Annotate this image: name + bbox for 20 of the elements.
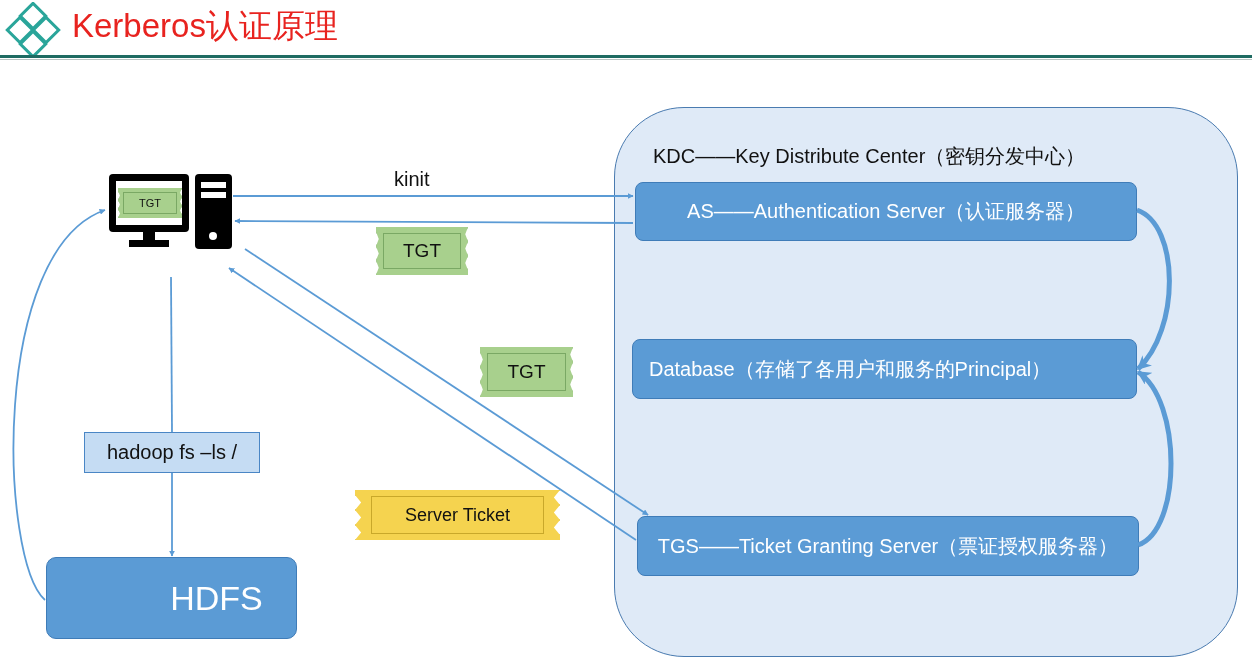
arrow: [244, 248, 649, 516]
command-box: hadoop fs –ls /: [84, 432, 260, 473]
arrow: [1135, 207, 1172, 371]
server-box: AS——Authentication Server（认证服务器）: [635, 182, 1137, 241]
ticket: Server Ticket: [355, 490, 560, 540]
arrow: [228, 267, 637, 541]
kdc-container: [614, 107, 1238, 657]
container-heading: KDC——Key Distribute Center（密钥分发中心）: [653, 144, 1086, 169]
arrow: [234, 218, 634, 225]
arrow: [12, 209, 106, 601]
server-box: Database（存储了各用户和服务的Principal）: [632, 339, 1137, 399]
ticket: TGT: [118, 188, 182, 218]
title: Kerberos认证原理: [72, 6, 338, 46]
server-box: TGS——Ticket Granting Server（票证授权服务器）: [637, 516, 1139, 576]
arrow: [169, 472, 175, 557]
ticket: TGT: [480, 347, 573, 397]
arrow: [1136, 370, 1174, 548]
ticket: TGT: [376, 227, 468, 275]
arrow: [232, 193, 634, 199]
storage-box: HDFS: [46, 557, 297, 639]
